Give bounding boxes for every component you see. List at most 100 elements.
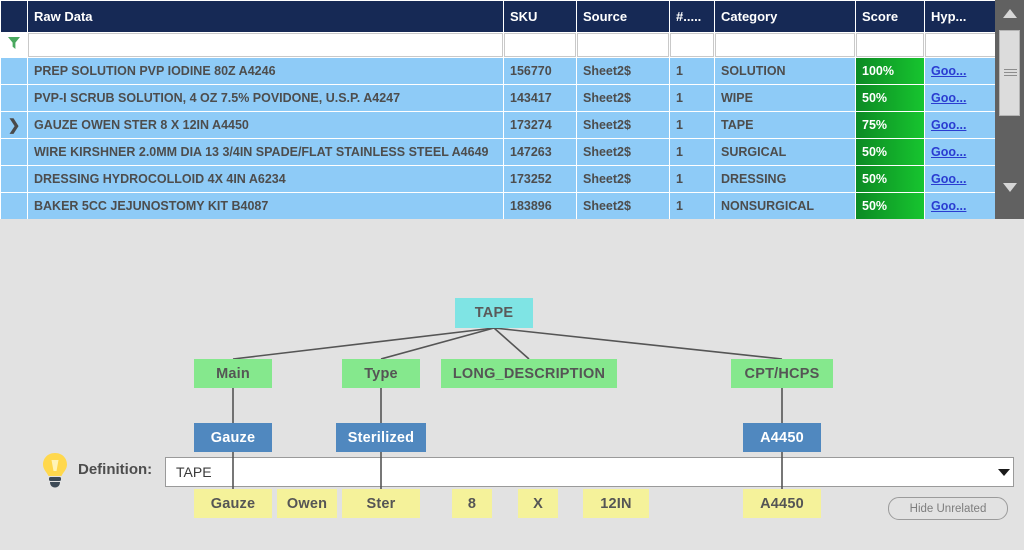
triangle-up-icon <box>1002 8 1017 18</box>
hyperlink-goo[interactable]: Goo... <box>931 172 967 186</box>
cell-num: 1 <box>670 85 714 111</box>
cell-sku: 183896 <box>504 193 576 219</box>
column-header-source[interactable]: Source <box>577 1 669 32</box>
filter-input-sku[interactable] <box>505 34 575 56</box>
scroll-up-button[interactable] <box>995 0 1024 26</box>
table-row-selected[interactable]: ❯ GAUZE OWEN STER 8 X 12IN A4450 173274 … <box>1 112 998 138</box>
tree-connector-lines <box>232 327 783 489</box>
hyperlink-goo[interactable]: Goo... <box>931 199 967 213</box>
filter-input-num[interactable] <box>671 34 713 56</box>
tree-node-category-cpt-hcps[interactable]: CPT/HCPS <box>731 359 833 388</box>
lightbulb-icon <box>40 451 70 489</box>
cell-sku: 156770 <box>504 58 576 84</box>
cell-raw-data: WIRE KIRSHNER 2.0MM DIA 13 3/4IN SPADE/F… <box>28 139 503 165</box>
filter-cell-sku[interactable] <box>504 33 576 57</box>
filter-row <box>1 33 998 57</box>
grid-header-row: Raw Data SKU Source #..... Category Scor… <box>1 1 998 32</box>
grip-icon <box>1004 69 1017 76</box>
cell-sku: 173274 <box>504 112 576 138</box>
tree-node-token-x[interactable]: X <box>518 489 558 518</box>
cell-category: SOLUTION <box>715 58 855 84</box>
filter-input-category[interactable] <box>716 34 854 56</box>
cell-hyperlink[interactable]: Goo... <box>925 193 998 219</box>
grid-vertical-scrollbar[interactable] <box>995 0 1024 219</box>
tree-node-token-owen[interactable]: Owen <box>277 489 337 518</box>
filter-cell-category[interactable] <box>715 33 855 57</box>
tree-node-token-ster[interactable]: Ster <box>342 489 420 518</box>
tree-node-token-12in[interactable]: 12IN <box>583 489 649 518</box>
column-header-score[interactable]: Score <box>856 1 924 32</box>
definition-input[interactable] <box>165 457 1014 487</box>
tree-node-root[interactable]: TAPE <box>455 298 533 328</box>
cell-sku: 143417 <box>504 85 576 111</box>
cell-hyperlink[interactable]: Goo... <box>925 85 998 111</box>
tree-node-token-a4450[interactable]: A4450 <box>743 489 821 518</box>
column-header-raw-data[interactable]: Raw Data <box>28 1 503 32</box>
tree-node-category-main[interactable]: Main <box>194 359 272 388</box>
cell-num: 1 <box>670 166 714 192</box>
filter-cell-raw-data[interactable] <box>28 33 503 57</box>
scroll-down-button[interactable] <box>995 174 1024 200</box>
cell-num: 1 <box>670 193 714 219</box>
filter-icon-cell[interactable] <box>1 33 27 57</box>
cell-source: Sheet2$ <box>577 85 669 111</box>
score-value: 100% <box>862 64 894 78</box>
header-indicator-col <box>1 1 27 32</box>
cell-source: Sheet2$ <box>577 112 669 138</box>
table-row[interactable]: PVP-I SCRUB SOLUTION, 4 OZ 7.5% POVIDONE… <box>1 85 998 111</box>
cell-raw-data: DRESSING HYDROCOLLOID 4X 4IN A6234 <box>28 166 503 192</box>
column-header-sku[interactable]: SKU <box>504 1 576 32</box>
cell-score: 50% <box>856 139 924 165</box>
definition-bar: Definition: Hide Unrelated <box>0 221 1024 520</box>
cell-raw-data: GAUZE OWEN STER 8 X 12IN A4450 <box>28 112 503 138</box>
cell-category: TAPE <box>715 112 855 138</box>
cell-num: 1 <box>670 139 714 165</box>
hide-unrelated-button[interactable]: Hide Unrelated <box>888 497 1008 520</box>
cell-num: 1 <box>670 58 714 84</box>
row-indicator <box>1 85 27 111</box>
tree-node-value-a4450[interactable]: A4450 <box>743 423 821 452</box>
tree-node-category-long-description[interactable]: LONG_DESCRIPTION <box>441 359 617 388</box>
row-indicator <box>1 58 27 84</box>
hyperlink-goo[interactable]: Goo... <box>931 91 967 105</box>
table-row[interactable]: BAKER 5CC JEJUNOSTOMY KIT B4087 183896 S… <box>1 193 998 219</box>
column-header-hyp[interactable]: Hyp... <box>925 1 998 32</box>
raw-data-grid: Raw Data SKU Source #..... Category Scor… <box>0 0 1024 219</box>
filter-input-score[interactable] <box>857 34 923 56</box>
tree-node-value-gauze[interactable]: Gauze <box>194 423 272 452</box>
tree-node-category-type[interactable]: Type <box>342 359 420 388</box>
table-row[interactable]: WIRE KIRSHNER 2.0MM DIA 13 3/4IN SPADE/F… <box>1 139 998 165</box>
cell-score: 75% <box>856 112 924 138</box>
table-row[interactable]: PREP SOLUTION PVP IODINE 80Z A4246 15677… <box>1 58 998 84</box>
column-header-num[interactable]: #..... <box>670 1 714 32</box>
column-header-category[interactable]: Category <box>715 1 855 32</box>
cell-hyperlink[interactable]: Goo... <box>925 58 998 84</box>
filter-input-source[interactable] <box>578 34 668 56</box>
filter-cell-source[interactable] <box>577 33 669 57</box>
cell-score: 100% <box>856 58 924 84</box>
filter-input-hyp[interactable] <box>926 34 997 56</box>
triangle-down-icon <box>1002 182 1017 192</box>
filter-cell-num[interactable] <box>670 33 714 57</box>
tree-node-token-8[interactable]: 8 <box>452 489 492 518</box>
hyperlink-goo[interactable]: Goo... <box>931 118 967 132</box>
tree-node-value-sterilized[interactable]: Sterilized <box>336 423 426 452</box>
scrollbar-thumb[interactable] <box>999 30 1020 116</box>
row-indicator <box>1 139 27 165</box>
cell-hyperlink[interactable]: Goo... <box>925 139 998 165</box>
tree-node-token-gauze[interactable]: Gauze <box>194 489 272 518</box>
filter-cell-score[interactable] <box>856 33 924 57</box>
filter-input-raw-data[interactable] <box>29 34 502 56</box>
cell-hyperlink[interactable]: Goo... <box>925 112 998 138</box>
table-row[interactable]: DRESSING HYDROCOLLOID 4X 4IN A6234 17325… <box>1 166 998 192</box>
cell-raw-data: PREP SOLUTION PVP IODINE 80Z A4246 <box>28 58 503 84</box>
chevron-down-icon[interactable] <box>998 469 1010 476</box>
filter-cell-hyp[interactable] <box>925 33 998 57</box>
hyperlink-goo[interactable]: Goo... <box>931 64 967 78</box>
cell-hyperlink[interactable]: Goo... <box>925 166 998 192</box>
score-value: 50% <box>862 172 888 186</box>
score-value: 50% <box>862 199 888 213</box>
hyperlink-goo[interactable]: Goo... <box>931 145 967 159</box>
cell-source: Sheet2$ <box>577 139 669 165</box>
grid-table: Raw Data SKU Source #..... Category Scor… <box>0 0 999 220</box>
